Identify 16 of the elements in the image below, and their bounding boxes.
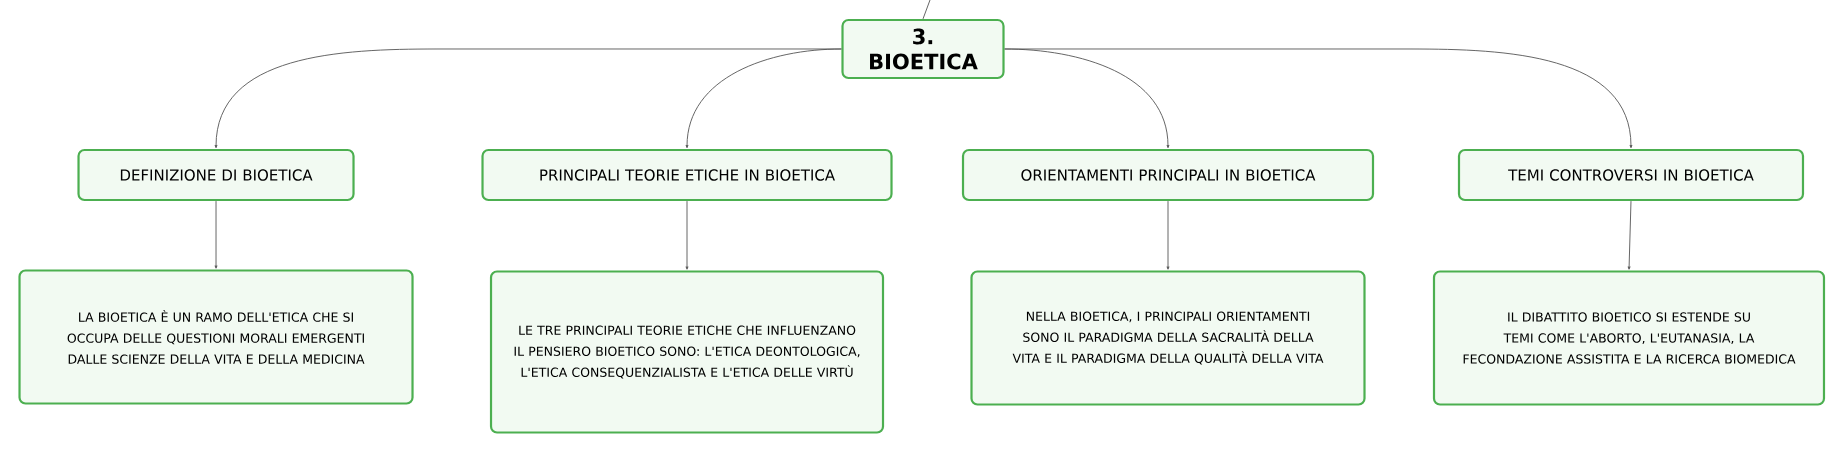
topic-box: DEFINIZIONE DI BIOETICA <box>77 148 355 202</box>
connector <box>1166 200 1170 270</box>
description-box: IL DIBATTITO BIOETICO SI ESTENDE SU TEMI COME L'ABORTO, L'EUTANASIA, LA FECONDAZIONE ASSISTITA E LA RICERCA BIOMEDICA <box>1432 270 1826 406</box>
topic-box: PRINCIPALI TEORIE ETICHE IN BIOETICA <box>481 148 893 202</box>
description-box: LE TRE PRINCIPALI TEORIE ETICHE CHE INFLUENZANO IL PENSIERO BIOETICO SONO: L'ETICA DEONTOLOGICA, L'ETICA CONSEQUENZIALISTA E L'ETICA DELLE VIRTÙ <box>489 270 885 434</box>
connector <box>1627 200 1632 270</box>
topic-box: ORIENTAMENTI PRINCIPALI IN BIOETICA <box>961 148 1375 202</box>
description-box: LA BIOETICA È UN RAMO DELL'ETICA CHE SI OCCUPA DELLE QUESTIONI MORALI EMERGENTI DALLE SCIENZE DELLA VITA E DELLA MEDICINA <box>18 269 414 405</box>
connector <box>214 200 218 269</box>
central-topic-box: 3. BIOETICA <box>841 18 1005 80</box>
topic-box: TEMI CONTROVERSI IN BIOETICA <box>1457 148 1805 202</box>
connector <box>685 200 689 270</box>
connector <box>685 48 842 149</box>
connector <box>922 0 931 20</box>
description-box: NELLA BIOETICA, I PRINCIPALI ORIENTAMENTI SONO IL PARADIGMA DELLA SACRALITÀ DELLA VITA E IL PARADIGMA DELLA QUALITÀ DELLA VITA <box>970 270 1366 406</box>
connector <box>1004 48 1633 149</box>
